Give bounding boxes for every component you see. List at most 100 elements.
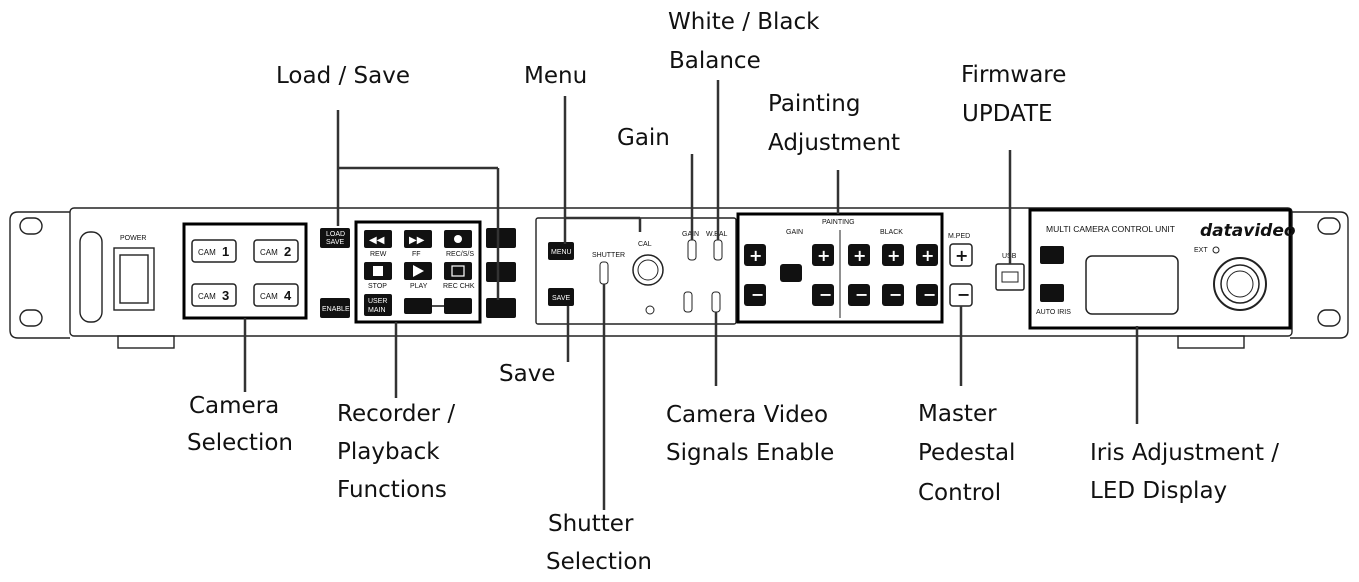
svg-text:CAM: CAM [260, 248, 278, 257]
preset-button[interactable] [486, 228, 516, 248]
menu-button[interactable]: MENU [548, 242, 574, 260]
front-panel [69, 207, 1293, 337]
svg-text:2: 2 [284, 244, 291, 259]
callout-master-2: Pedestal [918, 440, 1015, 466]
wbal-switch[interactable] [713, 239, 723, 261]
painting-box: PAINTING GAIN BLACK +++++ −−−−− [736, 212, 944, 324]
callout-painting-1: Painting [768, 91, 860, 117]
painting-label: PAINTING [822, 219, 855, 226]
callout-recorder-2: Playback [337, 439, 440, 465]
callout-cam-video-2: Signals Enable [666, 440, 834, 466]
ff-label: FF [412, 251, 421, 258]
ff-button[interactable]: ▶▶ [404, 230, 432, 248]
auto-iris-label: AUTO IRIS [1036, 309, 1071, 316]
recorder-box: ◀◀ ▶▶ REW FF REC/S/S STOP PLAY REC CHK [354, 220, 482, 324]
rack-ear-left [9, 211, 70, 339]
svg-text:SAVE: SAVE [326, 239, 344, 246]
handle [79, 231, 103, 323]
svg-text:CAM: CAM [260, 292, 278, 301]
load-save-button[interactable]: LOAD SAVE [320, 228, 350, 248]
user2-button[interactable] [444, 298, 472, 314]
black-minus-button[interactable] [848, 284, 870, 306]
callout-shutter-1: Shutter [548, 511, 634, 537]
indicator-led [645, 305, 655, 315]
rew-label: REW [370, 251, 387, 258]
rack-ear-hole [19, 309, 43, 327]
gain-plus-button[interactable] [812, 244, 834, 266]
user1-button[interactable] [404, 298, 432, 314]
foot [1177, 335, 1245, 349]
cam1-button[interactable]: CAM 1 [191, 239, 237, 263]
video-switch[interactable] [683, 291, 693, 313]
callout-wb-1: White / Black [668, 9, 820, 35]
svg-text:+: + [887, 246, 900, 265]
iris-button-top[interactable] [1040, 246, 1064, 264]
svg-text:4: 4 [284, 288, 292, 303]
preset-button[interactable] [486, 262, 516, 282]
svg-text:−: − [957, 285, 970, 304]
svg-text:−: − [819, 285, 832, 304]
iris-knob[interactable] [1213, 257, 1267, 311]
brand-logo: datavideo [1200, 221, 1296, 241]
svg-text:−: − [751, 285, 764, 304]
callout-iris-2: LED Display [1090, 478, 1227, 504]
cal-knob[interactable] [632, 254, 664, 286]
preset-button[interactable] [486, 298, 516, 318]
callout-cam-video-1: Camera Video [666, 402, 828, 428]
enable-button[interactable]: ENABLE [320, 298, 350, 318]
rew-button[interactable]: ◀◀ [364, 230, 392, 248]
iris-button-bottom[interactable] [1040, 284, 1064, 302]
svg-text:+: + [749, 246, 762, 265]
stop-button[interactable] [364, 262, 392, 280]
foot [117, 335, 175, 349]
callout-wb-2: Balance [669, 48, 761, 74]
enable-painting-button[interactable] [780, 264, 802, 282]
svg-text:+: + [817, 246, 830, 265]
svg-text:+: + [921, 246, 934, 265]
power-switch-frame [113, 247, 155, 311]
cam3-button[interactable]: CAM 3 [191, 283, 237, 307]
black-plus-button[interactable] [848, 244, 870, 266]
m-ped-plus-button[interactable] [949, 243, 973, 267]
cal-label: CAL [638, 241, 652, 248]
video-switch[interactable] [711, 291, 721, 313]
black-minus-button[interactable] [882, 284, 904, 306]
svg-text:LOAD: LOAD [326, 231, 345, 238]
black-plus-button[interactable] [916, 244, 938, 266]
svg-text:3: 3 [222, 288, 229, 303]
svg-text:MENU: MENU [551, 249, 572, 256]
gain-plus-button[interactable] [744, 244, 766, 266]
rec-chk-button[interactable] [444, 262, 472, 280]
save-button[interactable]: SAVE [548, 288, 574, 306]
callout-painting-2: Adjustment [768, 130, 900, 156]
usb-port[interactable] [995, 263, 1025, 291]
black-plus-button[interactable] [882, 244, 904, 266]
svg-text:−: − [889, 285, 902, 304]
led-display [1085, 255, 1179, 315]
cam4-button[interactable]: CAM 4 [253, 283, 299, 307]
callout-master-1: Master [918, 401, 997, 427]
gain-switch-label: GAIN [682, 231, 699, 238]
callout-camera-sel-1: Camera [189, 393, 279, 419]
callout-camera-sel-2: Selection [187, 430, 293, 456]
black-minus-button[interactable] [916, 284, 938, 306]
svg-text:▶▶: ▶▶ [409, 235, 425, 246]
gain-minus-button[interactable] [744, 284, 766, 306]
svg-text:MAIN: MAIN [368, 307, 386, 314]
gain-switch[interactable] [687, 239, 697, 261]
painting-gain-label: GAIN [786, 229, 803, 236]
callout-gain: Gain [617, 125, 670, 151]
svg-text:CAM: CAM [198, 248, 216, 257]
play-button[interactable] [404, 262, 432, 280]
svg-text:CAM: CAM [198, 292, 216, 301]
mccu-label: MULTI CAMERA CONTROL UNIT [1046, 224, 1175, 234]
ext-label: EXT [1194, 247, 1208, 254]
shutter-switch[interactable] [599, 261, 609, 285]
gain-minus-button[interactable] [812, 284, 834, 306]
camera-selection-box: CAM 1 CAM 2 CAM 3 CAM 4 [182, 222, 308, 320]
cam2-button[interactable]: CAM 2 [253, 239, 299, 263]
power-switch [119, 254, 149, 304]
iris-display-box: MULTI CAMERA CONTROL UNIT datavideo AUTO… [1028, 208, 1296, 330]
user-main-button[interactable]: USER MAIN [364, 294, 392, 316]
rec-button[interactable] [444, 230, 472, 248]
